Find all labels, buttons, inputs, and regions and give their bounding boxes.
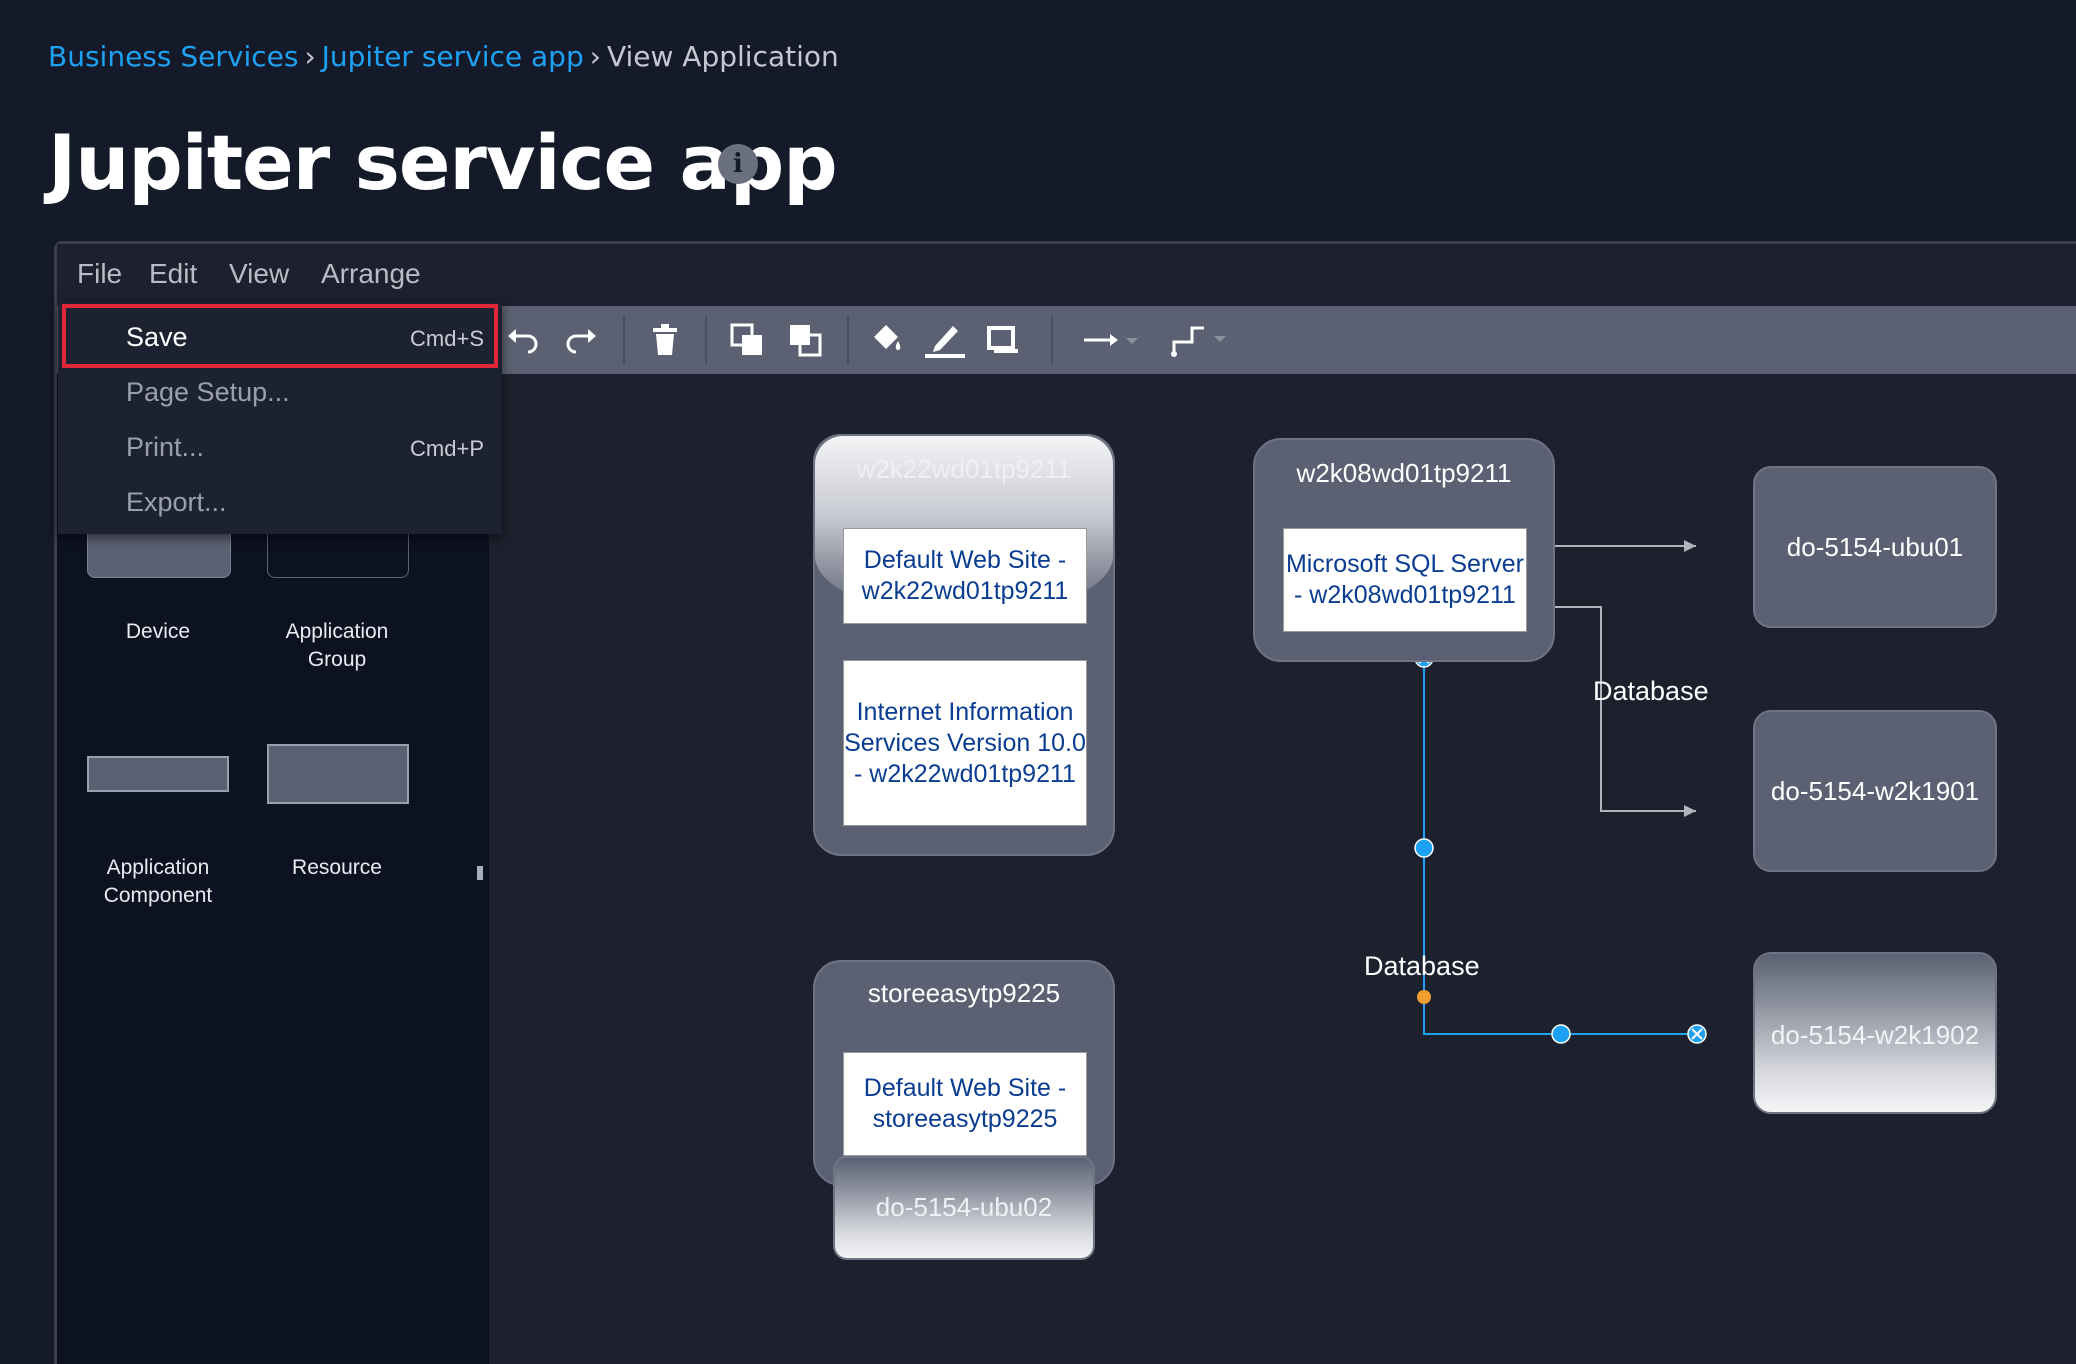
edge-label-handle[interactable] (1417, 990, 1431, 1004)
node-w2k22wd01tp9211[interactable]: w2k22wd01tp9211 Default Web Site - w2k22… (813, 434, 1115, 856)
to-back-icon[interactable] (781, 316, 829, 364)
application-group-label: Application Group (285, 620, 389, 671)
node-title: do-5154-ubu01 (1786, 532, 1964, 562)
menu-arrange[interactable]: Arrange (321, 258, 421, 289)
info-icon[interactable]: i (718, 144, 758, 184)
to-front-icon[interactable] (723, 316, 771, 364)
menu-edit[interactable]: Edit (149, 258, 198, 289)
fill-color-icon[interactable] (863, 316, 911, 364)
node-title: w2k22wd01tp9211 (856, 454, 1072, 484)
menu-item-label: Save (126, 322, 188, 352)
menu-item-label: Page Setup... (126, 377, 290, 407)
component-default-web-site-storeeasy[interactable]: Default Web Site - storeeasytp9225 (843, 1052, 1087, 1156)
menu-item-save[interactable]: Save Cmd+S (58, 312, 502, 364)
menu-item-shortcut: Cmd+P (410, 436, 484, 461)
menubar: File Edit View Arrange (57, 244, 2076, 306)
node-w2k08wd01tp9211[interactable]: w2k08wd01tp9211 Microsoft SQL Server - w… (1253, 438, 1555, 662)
component-default-web-site-w2k22[interactable]: Default Web Site - w2k22wd01tp9211 (843, 528, 1087, 624)
save-highlight-box (62, 304, 498, 368)
resource-shape[interactable] (267, 744, 409, 804)
menu-view[interactable]: View (229, 258, 290, 289)
node-do-5154-w2k1902[interactable]: do-5154-w2k1902 (1753, 952, 1997, 1114)
redo-icon[interactable] (557, 316, 605, 364)
resource-label: Resource (292, 856, 382, 879)
application-component-label: Application Component (103, 856, 213, 907)
node-title: w2k08wd01tp9211 (1296, 458, 1512, 488)
connection-arrow-icon[interactable] (1077, 316, 1147, 364)
file-menu-dropdown: Save Cmd+S Page Setup... Print... Cmd+P … (58, 302, 502, 534)
menu-file[interactable]: File (77, 258, 123, 289)
node-title: do-5154-w2k1902 (1770, 1020, 1980, 1050)
menu-item-page-setup[interactable]: Page Setup... (58, 367, 502, 419)
application-component-shape[interactable] (87, 756, 229, 792)
component-iis-w2k22[interactable]: Internet Information Services Version 10… (843, 660, 1087, 826)
node-do-5154-ubu01[interactable]: do-5154-ubu01 (1753, 466, 1997, 628)
undo-icon[interactable] (499, 316, 547, 364)
edge-label-database[interactable]: Database (1593, 676, 1709, 706)
node-do-5154-ubu02[interactable]: do-5154-ubu02 (833, 1156, 1095, 1260)
shadow-icon[interactable] (979, 316, 1027, 364)
node-storeeasytp9225[interactable]: storeeasytp9225 Default Web Site - store… (813, 960, 1115, 1186)
menu-item-label: Print... (126, 432, 205, 462)
menu-item-export[interactable]: Export... (58, 477, 502, 529)
delete-icon[interactable] (641, 316, 689, 364)
page-title: Jupiter service app (48, 118, 838, 207)
menu-item-shortcut: Cmd+S (410, 326, 484, 351)
sidebar-resize-handle[interactable] (477, 866, 483, 880)
breadcrumb-business-services[interactable]: Business Services (48, 40, 299, 73)
node-title: do-5154-w2k1901 (1770, 776, 1980, 806)
breadcrumb-separator: › (304, 40, 316, 73)
diagram-editor: File Edit View Arrange (54, 241, 2076, 1364)
menu-item-print[interactable]: Print... Cmd+P (58, 422, 502, 474)
breadcrumb: Business Services›Jupiter service app›Vi… (48, 40, 839, 73)
waypoint-icon[interactable] (1165, 316, 1235, 364)
breadcrumb-jupiter-service-app[interactable]: Jupiter service app (321, 40, 584, 73)
breadcrumb-current-page: View Application (606, 40, 839, 73)
edge-sql-w2k1902-selected[interactable] (1423, 658, 1697, 1035)
node-title: do-5154-ubu02 (875, 1192, 1053, 1222)
line-color-icon[interactable] (921, 316, 969, 364)
edge-handle[interactable] (1551, 1024, 1571, 1044)
shape-sidebar: Device Application Group Application Com… (57, 374, 489, 1364)
device-label: Device (125, 620, 191, 643)
edge-label-database[interactable]: Database (1364, 951, 1480, 981)
diagram-canvas[interactable]: w2k22wd01tp9211 Default Web Site - w2k22… (489, 374, 2076, 1364)
edge-handle[interactable] (1414, 838, 1434, 858)
breadcrumb-separator: › (589, 40, 601, 73)
node-title: storeeasytp9225 (867, 978, 1061, 1008)
component-sql-server-w2k08[interactable]: Microsoft SQL Server - w2k08wd01tp9211 (1283, 528, 1527, 632)
node-do-5154-w2k1901[interactable]: do-5154-w2k1901 (1753, 710, 1997, 872)
menu-item-label: Export... (126, 487, 227, 517)
